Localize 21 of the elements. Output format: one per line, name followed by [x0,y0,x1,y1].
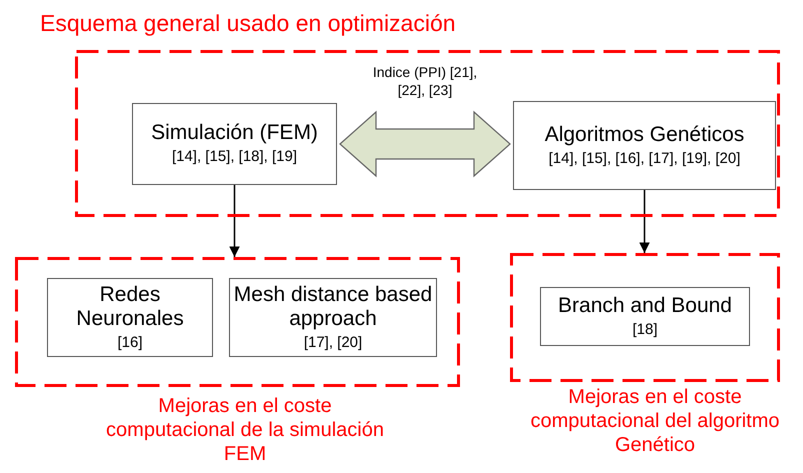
group-heading: Esquema general usado en optimización [40,10,457,38]
process-box [540,287,750,346]
group-heading: Mejoras en el coste computacional del algoritmo Genético [529,385,781,457]
reference-list: [14], [15], [18], [19] [172,147,298,167]
process-box [229,278,437,357]
process-box [47,278,213,357]
reference-list: [17], [20] [304,332,362,352]
box-title: Algoritmos Genéticos [544,122,744,147]
reference-list: [14], [15], [16], [17], [19], [20] [548,148,740,168]
process-box [513,101,776,190]
box-title: Branch and Bound [558,294,732,318]
arrow [639,190,650,253]
arrow [229,185,240,257]
reference-list: [16] [117,332,143,352]
group-heading: Mejoras en el coste computacional de la simulación FEM [105,394,385,466]
process-box [132,103,337,185]
reference-list: [18] [632,320,658,340]
box-title: Mesh distance based approach [232,282,434,331]
double-block-arrow [339,110,511,178]
box-title: Redes Neuronales [75,282,185,331]
box-title: Simulación (FEM) [151,121,318,146]
